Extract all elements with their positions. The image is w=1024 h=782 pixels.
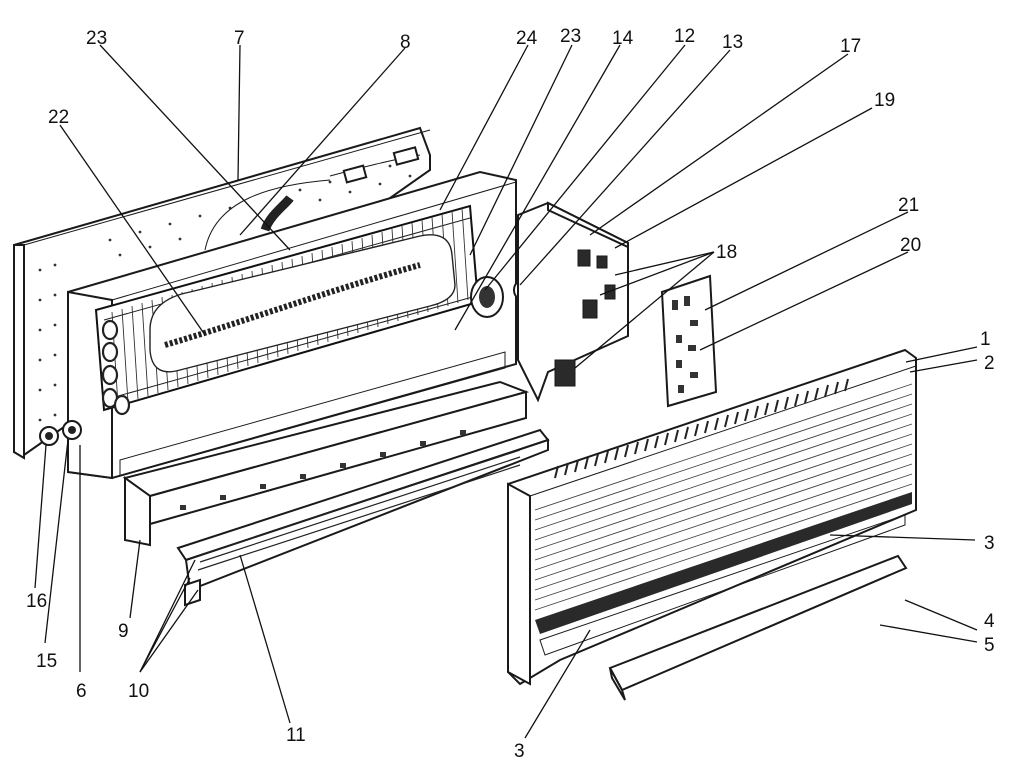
label-24: 24 bbox=[516, 28, 538, 49]
pipe-fittings bbox=[39, 420, 82, 446]
label-11: 11 bbox=[286, 725, 306, 746]
label-23b: 23 bbox=[560, 26, 581, 47]
label-7: 7 bbox=[234, 28, 245, 49]
heat-exchanger-coil bbox=[94, 204, 480, 416]
deflector-flap bbox=[608, 554, 908, 701]
label-9: 9 bbox=[118, 621, 129, 642]
front-cover bbox=[507, 348, 917, 686]
label-2: 2 bbox=[984, 353, 995, 374]
label-21: 21 bbox=[898, 195, 919, 216]
label-17: 17 bbox=[840, 36, 861, 57]
control-box bbox=[517, 201, 629, 403]
label-12: 12 bbox=[674, 26, 695, 47]
label-4: 4 bbox=[984, 611, 995, 632]
label-6: 6 bbox=[76, 681, 87, 702]
louver-grille bbox=[176, 428, 550, 607]
label-22: 22 bbox=[48, 107, 69, 128]
label-3a: 3 bbox=[984, 533, 995, 554]
label-13: 13 bbox=[722, 32, 743, 53]
label-1: 1 bbox=[980, 329, 991, 350]
circuit-board bbox=[660, 274, 718, 408]
label-15: 15 bbox=[36, 651, 57, 672]
drain-tray bbox=[122, 380, 530, 547]
label-10: 10 bbox=[128, 681, 149, 702]
label-23a: 23 bbox=[86, 28, 107, 49]
label-18: 18 bbox=[716, 242, 737, 263]
label-3b: 3 bbox=[514, 741, 525, 762]
label-19: 19 bbox=[874, 90, 895, 111]
label-16: 16 bbox=[26, 591, 47, 612]
label-8: 8 bbox=[400, 32, 411, 53]
label-20: 20 bbox=[900, 235, 921, 256]
leader-lines bbox=[34, 44, 978, 739]
label-14: 14 bbox=[612, 28, 634, 49]
callout-labels: 23 7 8 22 24 23 14 12 13 17 19 18 21 20 … bbox=[26, 26, 995, 762]
label-5: 5 bbox=[984, 635, 995, 656]
